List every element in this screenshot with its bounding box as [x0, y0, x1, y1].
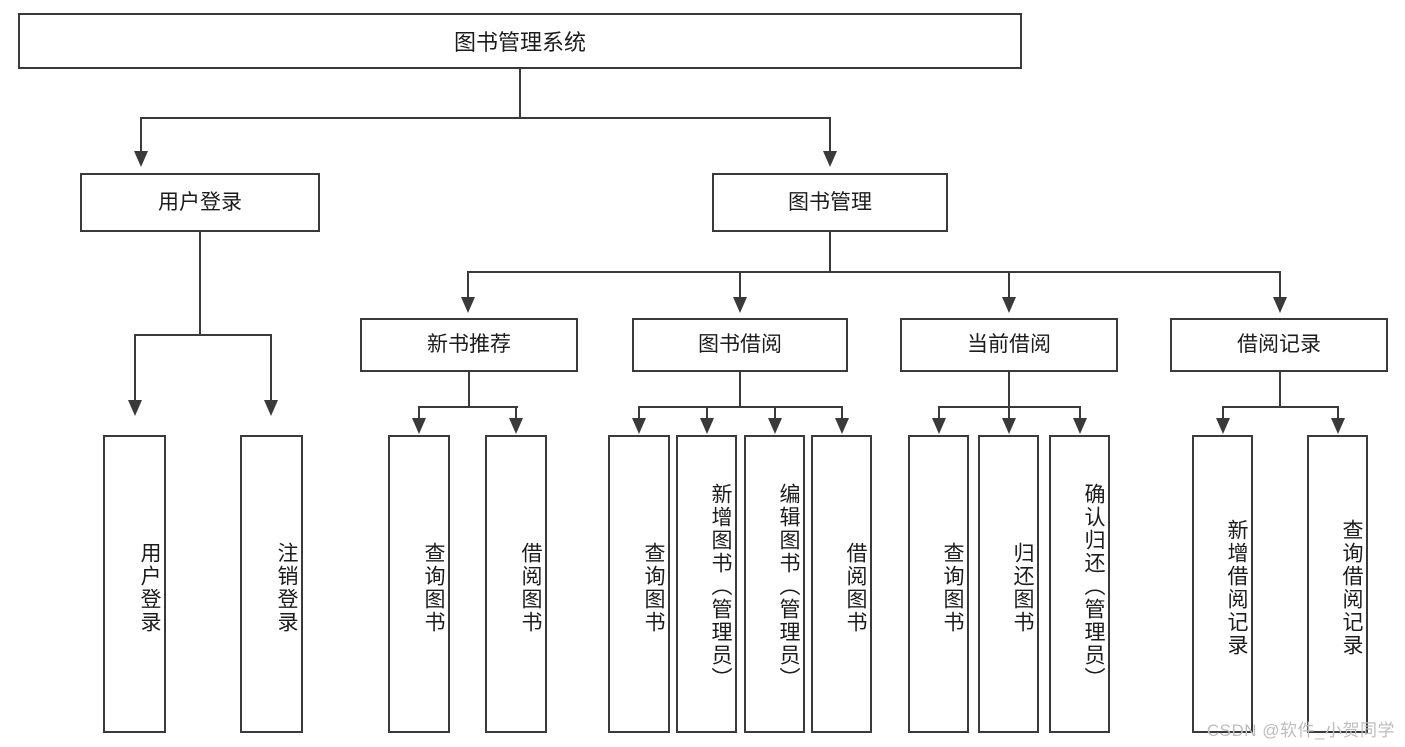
connector-user-login-drop-1: [134, 334, 136, 402]
node-leaf-query-book-1[interactable]: 查询图书: [388, 435, 450, 733]
connector-book-management-stem: [829, 232, 831, 273]
arrowhead-leaf-borrow-book-2: [835, 418, 849, 434]
arrowhead-leaf-user-login: [128, 400, 142, 416]
node-label: 借阅记录: [1237, 333, 1321, 357]
node-leaf-add-record[interactable]: 新增借阅记录: [1192, 435, 1253, 733]
node-label: 归还图书: [1011, 542, 1034, 634]
node-label: 查询图书: [642, 542, 665, 634]
node-label: 借阅图书: [519, 542, 542, 634]
arrowhead-leaf-query-book-2: [632, 418, 646, 434]
node-root-book-management-system[interactable]: 图书管理系统: [18, 13, 1022, 69]
watermark-text: CSDN @软件_小贺同学: [1206, 721, 1395, 740]
node-leaf-confirm-return[interactable]: 确认归还（管理员）: [1049, 435, 1110, 733]
node-label: 用户登录: [158, 190, 242, 214]
arrowhead-user-login: [134, 151, 148, 167]
node-label: 图书管理系统: [453, 30, 586, 55]
arrowhead-book-borrow: [733, 297, 747, 313]
connector-bb-drop-2: [706, 406, 708, 420]
arrowhead-leaf-return-book: [1002, 418, 1016, 434]
node-label: 新增借阅记录: [1225, 519, 1248, 657]
node-label: 查询图书: [422, 542, 445, 634]
node-label: 查询图书: [941, 542, 964, 634]
node-label: 注销登录: [275, 542, 298, 634]
arrowhead-leaf-add-record: [1216, 418, 1230, 434]
connector-bm-drop-3: [1008, 271, 1010, 299]
arrowhead-leaf-query-book-1: [412, 418, 426, 434]
connector-bb-stem: [739, 372, 741, 408]
connector-bb-bus: [638, 406, 842, 408]
connector-bb-drop-1: [638, 406, 640, 420]
connector-br-drop-2: [1337, 406, 1339, 420]
node-label: 借阅图书: [844, 542, 867, 634]
connector-to-user-login: [140, 117, 142, 153]
node-label: 确认归还（管理员）: [1082, 482, 1105, 690]
node-leaf-add-book[interactable]: 新增图书（管理员）: [676, 435, 737, 733]
arrowhead-leaf-borrow-book-1: [509, 418, 523, 434]
arrowhead-leaf-add-book: [700, 418, 714, 434]
node-label: 新增图书（管理员）: [709, 482, 732, 690]
node-borrow-record[interactable]: 借阅记录: [1170, 318, 1388, 372]
node-leaf-borrow-book-1[interactable]: 借阅图书: [485, 435, 547, 733]
connector-nbr-drop-2: [515, 406, 517, 420]
connector-nbr-stem: [468, 372, 470, 408]
arrowhead-book-management: [823, 151, 837, 167]
node-leaf-query-book-2[interactable]: 查询图书: [608, 435, 670, 733]
node-label: 用户登录: [138, 542, 161, 634]
connector-cb-drop-1: [938, 406, 940, 420]
connector-user-login-drop-2: [270, 334, 272, 402]
arrowhead-leaf-user-logout: [264, 400, 278, 416]
node-book-management[interactable]: 图书管理: [712, 173, 948, 232]
node-label: 新书推荐: [427, 333, 511, 357]
arrowhead-new-book-recommend: [461, 297, 475, 313]
connector-bb-drop-3: [774, 406, 776, 420]
node-label: 编辑图书（管理员）: [777, 482, 800, 690]
connector-bm-drop-4: [1279, 271, 1281, 299]
node-leaf-borrow-book-2[interactable]: 借阅图书: [811, 435, 872, 733]
arrowhead-borrow-record: [1273, 297, 1287, 313]
connector-nbr-bus: [418, 406, 518, 408]
arrowhead-leaf-query-record: [1331, 418, 1345, 434]
node-leaf-return-book[interactable]: 归还图书: [978, 435, 1039, 733]
connector-root-stem: [519, 69, 521, 118]
node-current-borrow[interactable]: 当前借阅: [900, 318, 1118, 372]
node-leaf-query-book-3[interactable]: 查询图书: [908, 435, 969, 733]
node-new-book-recommend[interactable]: 新书推荐: [360, 318, 578, 372]
connector-nbr-drop-1: [418, 406, 420, 420]
connector-book-management-bus: [467, 271, 1279, 273]
node-user-login[interactable]: 用户登录: [80, 173, 320, 232]
connector-bb-drop-4: [841, 406, 843, 420]
connector-br-drop-1: [1222, 406, 1224, 420]
node-leaf-user-login[interactable]: 用户登录: [103, 435, 166, 733]
arrowhead-current-borrow: [1002, 297, 1016, 313]
arrowhead-leaf-query-book-3: [932, 418, 946, 434]
connector-user-login-stem: [199, 232, 201, 335]
connector-user-login-bus: [134, 334, 272, 336]
arrowhead-leaf-edit-book: [768, 418, 782, 434]
connector-cb-drop-2: [1008, 406, 1010, 420]
connector-to-book-management: [829, 117, 831, 153]
node-label: 当前借阅: [967, 333, 1051, 357]
node-leaf-query-record[interactable]: 查询借阅记录: [1307, 435, 1368, 733]
node-label: 图书管理: [788, 190, 872, 214]
node-label: 图书借阅: [698, 333, 782, 357]
connector-cb-drop-3: [1079, 406, 1081, 420]
node-book-borrow[interactable]: 图书借阅: [632, 318, 848, 372]
connector-br-bus: [1222, 406, 1338, 408]
node-leaf-edit-book[interactable]: 编辑图书（管理员）: [744, 435, 805, 733]
connector-cb-stem: [1008, 372, 1010, 408]
arrowhead-leaf-confirm-return: [1073, 418, 1087, 434]
node-leaf-user-logout[interactable]: 注销登录: [240, 435, 303, 733]
connector-root-bus: [140, 117, 831, 119]
connector-br-stem: [1279, 372, 1281, 408]
connector-bm-drop-2: [739, 271, 741, 299]
node-label: 查询借阅记录: [1340, 519, 1363, 657]
connector-bm-drop-1: [467, 271, 469, 299]
